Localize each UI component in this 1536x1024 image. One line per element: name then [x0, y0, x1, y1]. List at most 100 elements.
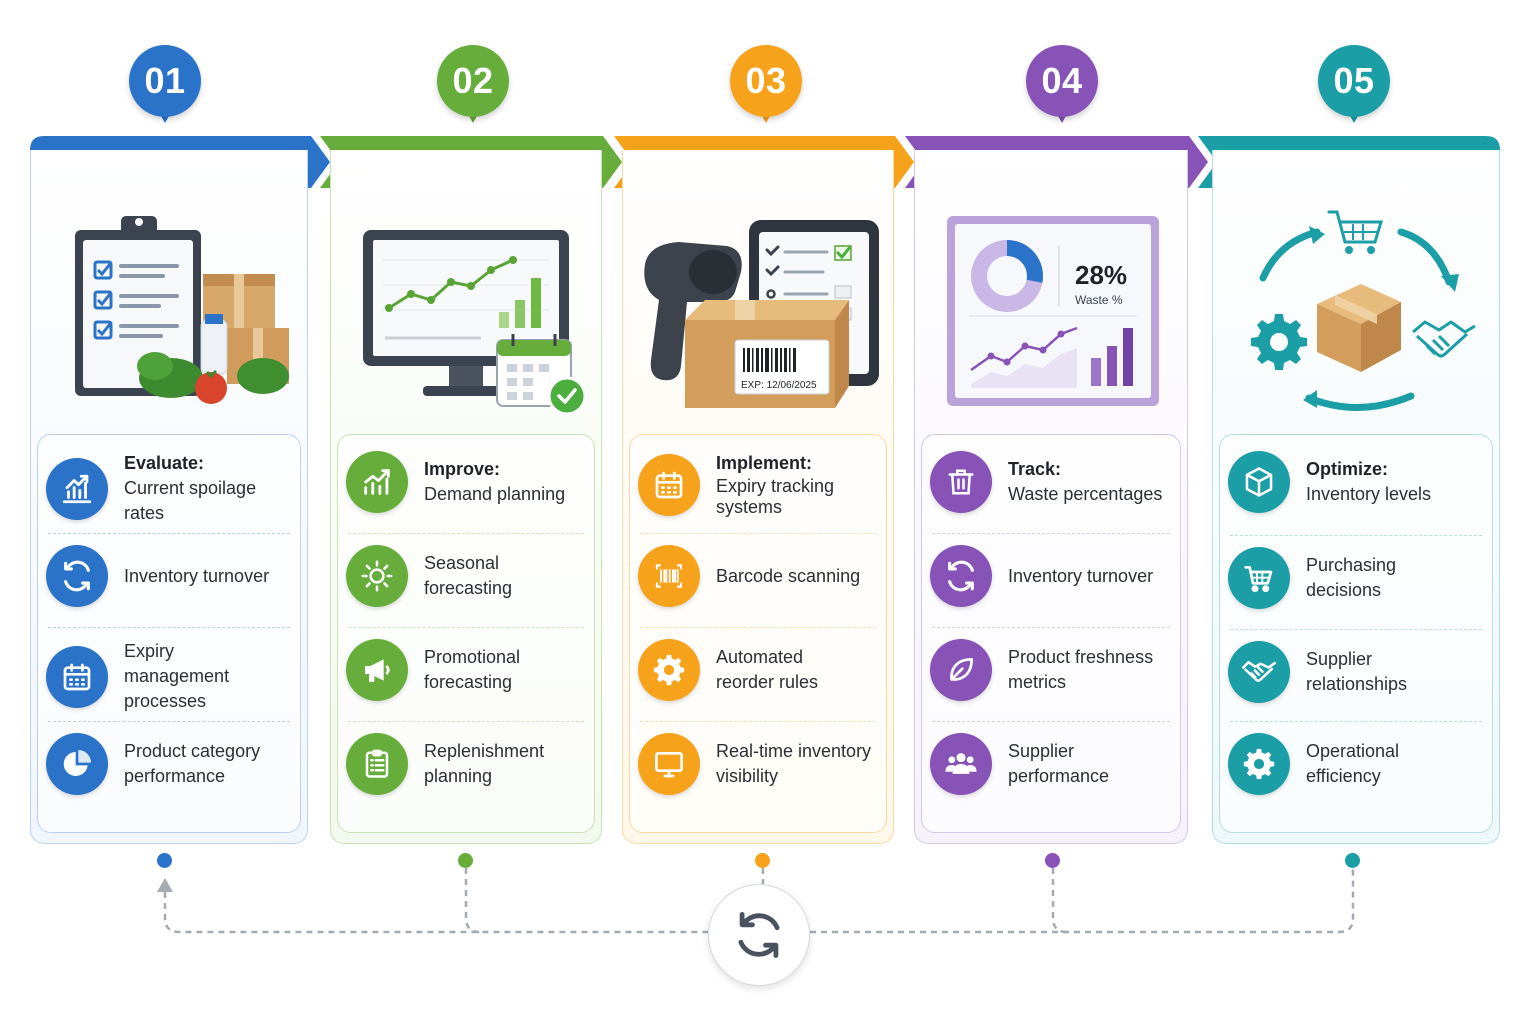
- handshake-icon: [1228, 641, 1290, 703]
- connector-dot: [157, 853, 172, 868]
- waste-metric-value: 28%: [1075, 260, 1127, 290]
- item-text: Real-time inventory visibility: [716, 741, 872, 786]
- step-item: Replenishment planning: [346, 733, 586, 795]
- item-lead: Optimize:: [1306, 459, 1389, 479]
- item-text: Inventory turnover: [124, 565, 270, 586]
- step-item: Product category performance: [46, 733, 292, 795]
- clipboard-checklist-illustration: [75, 216, 289, 404]
- step-items-panel: Evaluate: Current spoilage rates Inventor…: [37, 434, 301, 833]
- gear-icon: [638, 639, 700, 701]
- gear-icon: [1228, 733, 1290, 795]
- step-number-pin: 02: [437, 45, 509, 129]
- item-text: Operational efficiency: [1306, 741, 1400, 786]
- connector-dot: [1345, 853, 1360, 868]
- barcode-icon: [638, 545, 700, 607]
- refresh-icon: [46, 545, 108, 607]
- item-text: Waste percentages: [1008, 484, 1163, 504]
- item-text: Replenishment planning: [424, 741, 545, 786]
- step-card-track: 28% Waste % Track: Waste percentages: [914, 150, 1188, 844]
- step-item: Track: Waste percentages: [930, 451, 1172, 513]
- monitor-chart-illustration: [363, 230, 587, 416]
- waste-metric-label: Waste %: [1075, 293, 1123, 307]
- step-item: Expiry management processes: [46, 639, 292, 714]
- step-item: Product freshness metrics: [930, 639, 1172, 701]
- checklist-icon: [346, 733, 408, 795]
- step-card-implement: EXP: 12/06/2025 Implement: Expiry trackin…: [622, 150, 894, 844]
- calendar-grid-icon: [638, 453, 700, 516]
- expiry-label-text: EXP: 12/06/2025: [741, 380, 817, 391]
- step-item: Implement: Expiry tracking systems: [638, 451, 878, 518]
- step-item: Promotional forecasting: [346, 639, 586, 701]
- item-text: Demand planning: [424, 484, 566, 504]
- item-text: Supplier performance: [1008, 741, 1110, 786]
- people-icon: [930, 733, 992, 795]
- item-text: Expiry management processes: [124, 641, 230, 711]
- trash-icon: [930, 451, 992, 513]
- item-text: Inventory turnover: [1008, 565, 1154, 586]
- step-item: Evaluate: Current spoilage rates: [46, 451, 292, 526]
- item-lead: Track:: [1008, 459, 1062, 479]
- step-item: Supplier performance: [930, 733, 1172, 795]
- item-text: Product category performance: [124, 741, 261, 786]
- scanner-box-illustration: EXP: 12/06/2025: [644, 220, 879, 408]
- step-items-panel: Track: Waste percentages Inventory turnov…: [921, 434, 1181, 833]
- calendar-icon: [46, 645, 108, 708]
- step-item: Operational efficiency: [1228, 733, 1484, 795]
- step-items-panel: Optimize: Inventory levels Purchasing dec…: [1219, 434, 1493, 833]
- item-text: Supplier relationships: [1306, 649, 1408, 694]
- cart-icon: [1228, 547, 1290, 609]
- item-lead: Implement:: [716, 453, 813, 473]
- step-number: 01: [129, 45, 201, 117]
- step-item: Automated reorder rules: [638, 639, 878, 701]
- connector-dot: [458, 853, 473, 868]
- pie-chart-icon: [46, 733, 108, 795]
- connector-dot: [1045, 853, 1060, 868]
- step-number-pin: 04: [1026, 45, 1098, 129]
- step-number: 04: [1026, 45, 1098, 117]
- item-text: Promotional forecasting: [424, 647, 521, 692]
- leaf-icon: [930, 639, 992, 701]
- item-text: Barcode scanning: [716, 565, 861, 586]
- step-item: Seasonal forecasting: [346, 545, 586, 607]
- item-text: Automated reorder rules: [716, 647, 819, 692]
- step-items-panel: Improve: Demand planning Seasonal forecas…: [337, 434, 595, 833]
- cube-icon: [1228, 451, 1290, 513]
- optimization-cycle-illustration: [1251, 210, 1476, 412]
- item-text: Current spoilage rates: [124, 478, 257, 523]
- dashboard-illustration: 28% Waste %: [947, 216, 1159, 406]
- item-lead: Evaluate:: [124, 453, 205, 473]
- cycle-refresh-icon: [708, 884, 810, 986]
- refresh-icon: [930, 545, 992, 607]
- bar-chart-up-icon: [46, 457, 108, 520]
- step-number-pin: 01: [129, 45, 201, 129]
- connector-dot: [755, 853, 770, 868]
- step-item: Improve: Demand planning: [346, 451, 586, 513]
- step-number-pin: 03: [730, 45, 802, 129]
- step-card-optimize: Optimize: Inventory levels Purchasing dec…: [1212, 150, 1500, 844]
- step-card-improve: Improve: Demand planning Seasonal forecas…: [330, 150, 602, 844]
- step-item: Purchasing decisions: [1228, 547, 1484, 609]
- step-item: Supplier relationships: [1228, 641, 1484, 703]
- trend-chart-icon: [346, 451, 408, 513]
- step-items-panel: Implement: Expiry tracking systems Barcod…: [629, 434, 887, 833]
- loop-arrow-head: [157, 878, 173, 892]
- step-number: 02: [437, 45, 509, 117]
- step-item: Real-time inventory visibility: [638, 733, 878, 795]
- step-item: Inventory turnover: [930, 545, 1172, 607]
- step-number: 05: [1318, 45, 1390, 117]
- item-text: Product freshness metrics: [1008, 647, 1154, 692]
- item-text: Expiry tracking systems: [716, 476, 835, 517]
- item-text: Inventory levels: [1306, 484, 1432, 504]
- monitor-icon: [638, 733, 700, 795]
- step-item: Inventory turnover: [46, 545, 292, 607]
- item-text: Purchasing decisions: [1306, 555, 1397, 600]
- step-number: 03: [730, 45, 802, 117]
- item-text: Seasonal forecasting: [424, 553, 513, 598]
- step-item: Optimize: Inventory levels: [1228, 451, 1484, 513]
- megaphone-icon: [346, 639, 408, 701]
- step-number-pin: 05: [1318, 45, 1390, 129]
- sun-icon: [346, 545, 408, 607]
- item-lead: Improve:: [424, 459, 501, 479]
- step-item: Barcode scanning: [638, 545, 878, 607]
